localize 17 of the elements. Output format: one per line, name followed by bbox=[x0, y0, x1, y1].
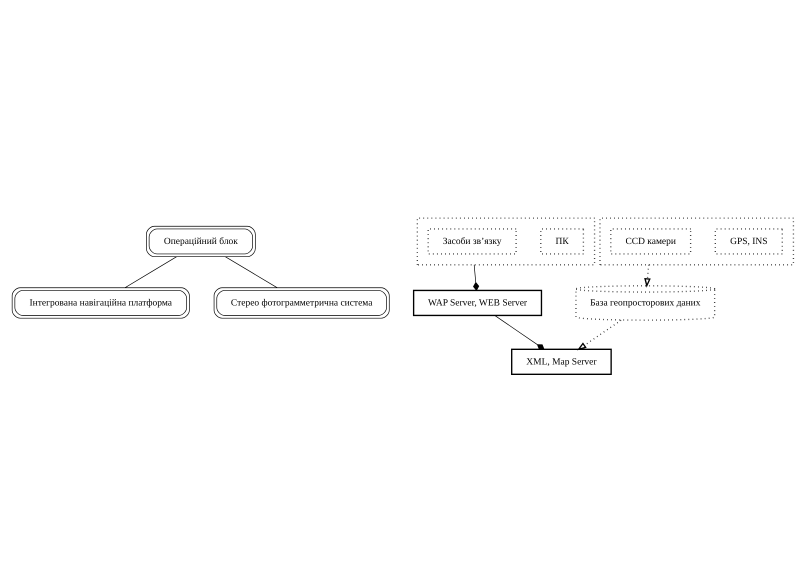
node-box: XML, Map Server bbox=[511, 348, 612, 374]
arrow bbox=[577, 319, 622, 350]
node-box: Засоби зв’язку bbox=[427, 228, 517, 254]
node-box: WAP Server, WEB Server bbox=[412, 289, 542, 316]
node-box: Операційний блок bbox=[146, 225, 256, 257]
node-box: CCD камери bbox=[610, 228, 692, 254]
connector bbox=[124, 256, 177, 288]
cluster bbox=[599, 216, 794, 265]
connector bbox=[224, 256, 278, 288]
node-box: Інтегрована навігаційна платформа bbox=[12, 286, 190, 318]
node-box: Стерео фотограмметрична система bbox=[214, 286, 390, 318]
node-box: GPS, INS bbox=[714, 228, 783, 254]
arrow bbox=[644, 264, 651, 288]
connector bbox=[473, 264, 480, 291]
connector bbox=[494, 314, 545, 350]
cluster bbox=[416, 216, 596, 265]
node-box: ПК bbox=[540, 228, 584, 254]
